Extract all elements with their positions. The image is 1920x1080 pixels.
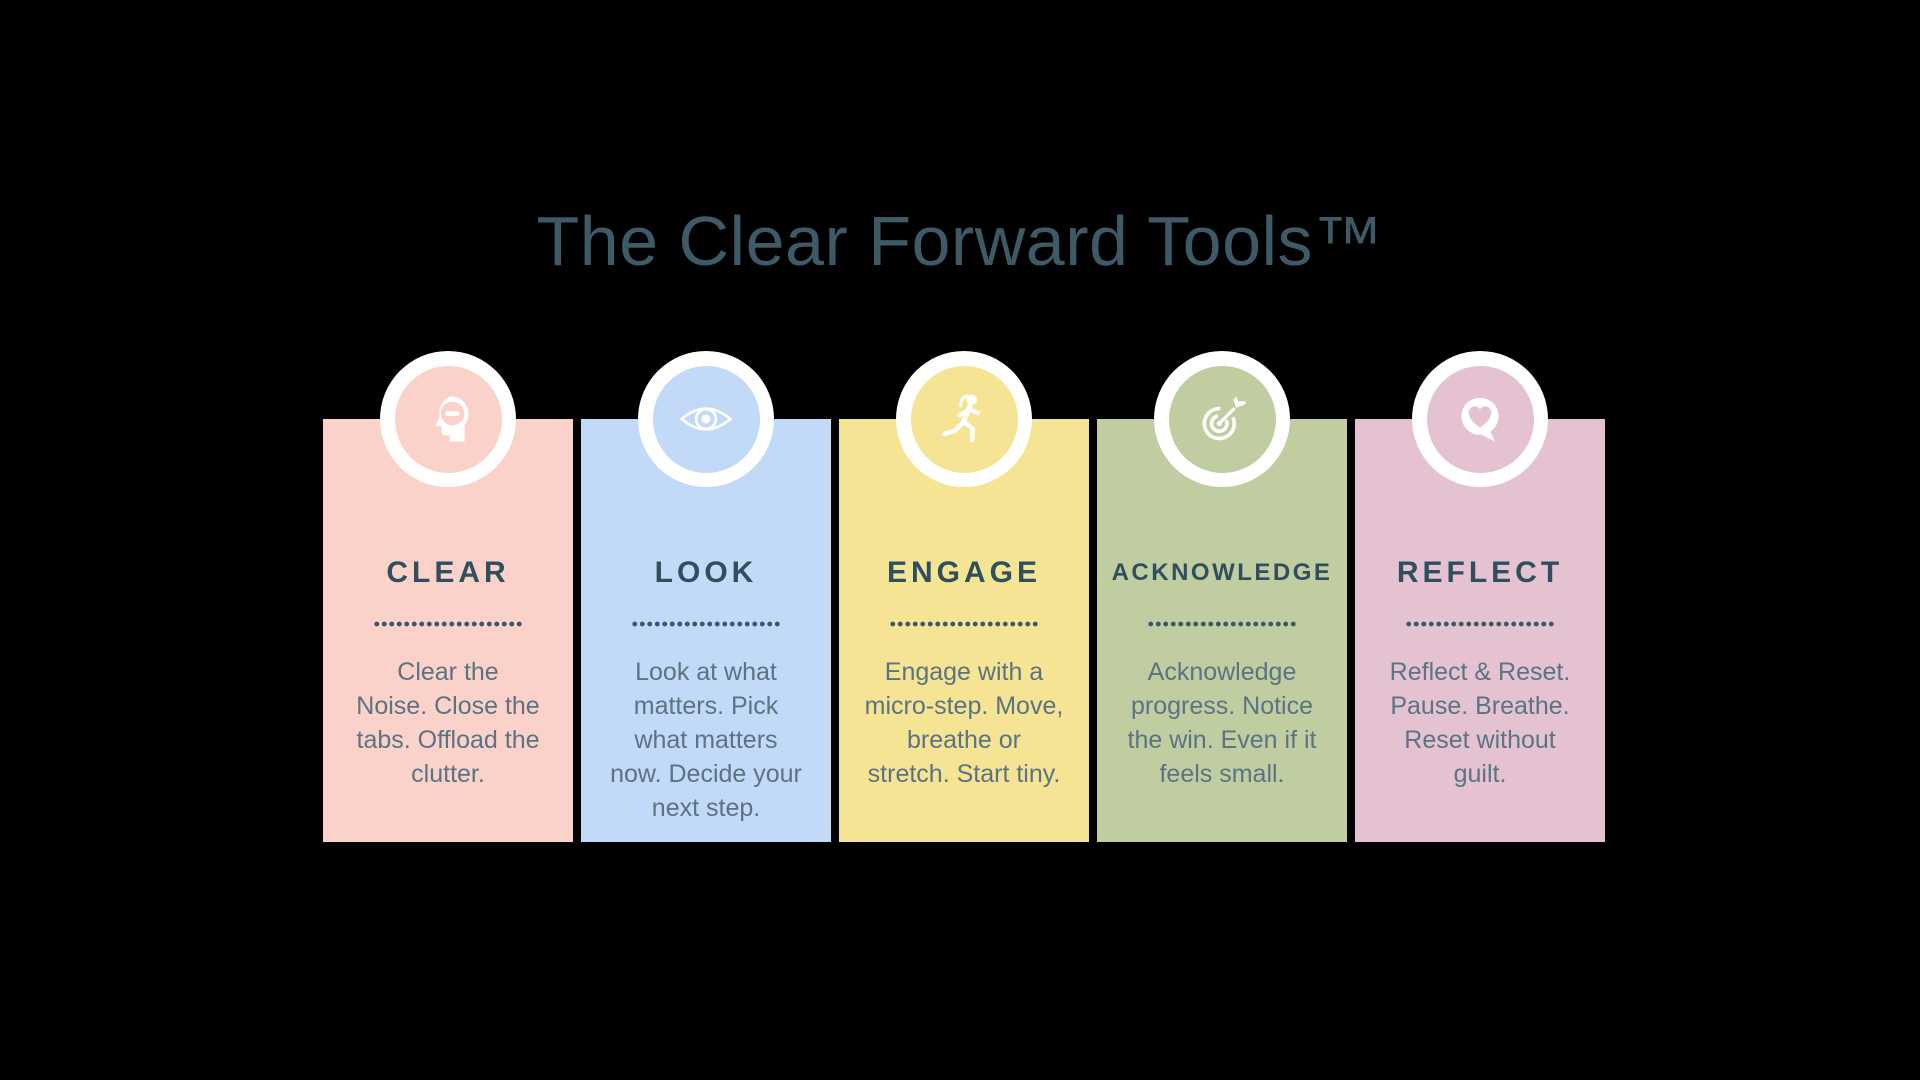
card-description: Engage with a micro-step. Move, breathe … xyxy=(864,658,1064,788)
card-description: Clear the Noise. Close the tabs. Offload… xyxy=(356,658,540,788)
head-declutter-icon xyxy=(394,365,502,473)
icon-badge xyxy=(380,351,516,487)
page-title: The Clear Forward Tools™ xyxy=(536,202,1384,280)
card-body: CLEAR Clear the Noise. Close the tabs. O… xyxy=(323,419,573,842)
dotted-divider xyxy=(1405,621,1555,627)
card-heading: REFLECT xyxy=(1396,556,1564,589)
target-arrow-icon xyxy=(1168,365,1276,473)
card-description: Reflect & Reset. Pause. Breathe. Reset w… xyxy=(1389,658,1571,788)
dotted-divider xyxy=(889,621,1039,627)
dotted-divider xyxy=(373,621,523,627)
tools-card-row: CLEAR Clear the Noise. Close the tabs. O… xyxy=(323,351,1605,842)
card-heading: CLEAR xyxy=(386,556,510,589)
card-body: LOOK Look at what matters. Pick what mat… xyxy=(581,419,831,842)
card-body: ACKNOWLEDGE Acknowledge progress. Notice… xyxy=(1097,419,1347,842)
card-heading: LOOK xyxy=(654,556,758,589)
tool-card-reflect: REFLECT Reflect & Reset. Pause. Breathe.… xyxy=(1355,351,1605,842)
heart-speech-bubble-icon xyxy=(1426,365,1534,473)
tool-card-clear: CLEAR Clear the Noise. Close the tabs. O… xyxy=(323,351,573,842)
card-heading: ENGAGE xyxy=(886,556,1042,589)
eye-icon xyxy=(652,365,760,473)
dotted-divider xyxy=(1147,621,1297,627)
tool-card-engage: ENGAGE Engage with a micro-step. Move, b… xyxy=(839,351,1089,842)
icon-badge xyxy=(1154,351,1290,487)
tool-card-look: LOOK Look at what matters. Pick what mat… xyxy=(581,351,831,842)
icon-badge xyxy=(638,351,774,487)
card-heading: ACKNOWLEDGE xyxy=(1111,559,1333,586)
tool-card-acknowledge: ACKNOWLEDGE Acknowledge progress. Notice… xyxy=(1097,351,1347,842)
runner-icon xyxy=(910,365,1018,473)
dotted-divider xyxy=(631,621,781,627)
card-body: ENGAGE Engage with a micro-step. Move, b… xyxy=(839,419,1089,842)
icon-badge xyxy=(1412,351,1548,487)
card-description: Acknowledge progress. Notice the win. Ev… xyxy=(1127,658,1317,788)
icon-badge xyxy=(896,351,1032,487)
card-description: Look at what matters. Pick what matters … xyxy=(610,658,802,822)
card-body: REFLECT Reflect & Reset. Pause. Breathe.… xyxy=(1355,419,1605,842)
